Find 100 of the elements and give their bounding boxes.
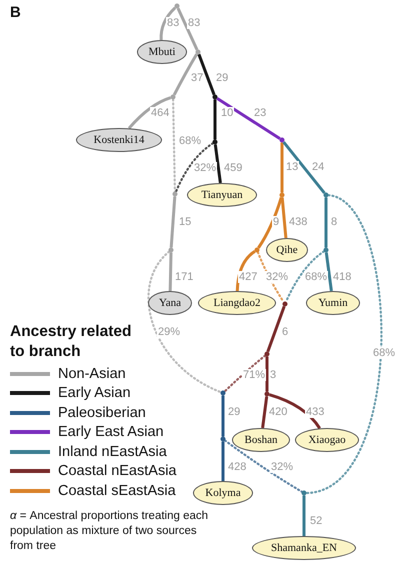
population-ellipse: Yana [148, 291, 192, 315]
legend-text: Paleosiberian [58, 404, 146, 421]
legend-text: Early East Asian [58, 424, 164, 440]
population-ellipse: Shamanka_EN [252, 536, 356, 560]
admixture-edge [147, 250, 222, 394]
branch-line [324, 198, 328, 248]
edge-label: 9 [272, 216, 280, 228]
edge-label: 83 [166, 17, 180, 29]
population-ellipse: Yumin [306, 291, 360, 315]
edge-label: 418 [332, 271, 352, 283]
branch-line [168, 252, 172, 292]
branch-line [280, 142, 284, 192]
branch-node-dot [212, 94, 218, 100]
branch-node-dot [212, 140, 218, 144]
edge-label: 13 [285, 161, 300, 173]
population-ellipse: Mbuti [137, 40, 187, 64]
branch-line [172, 53, 198, 96]
population-ellipse: Liangdao2 [198, 291, 276, 315]
branch-line [261, 396, 268, 428]
edge-label: 459 [223, 162, 244, 174]
branch-node-dot [168, 248, 174, 252]
branch-line [302, 496, 306, 536]
branch-line [266, 306, 286, 352]
edge-label: 24 [311, 161, 326, 173]
admixture-edge [305, 194, 382, 494]
admixture-edge [224, 439, 303, 493]
edge-label: 15 [178, 216, 192, 228]
legend-text: Coastal nEastAsia [58, 463, 176, 480]
edge-label: 32% [270, 461, 294, 473]
branch-line [236, 250, 256, 292]
branch-node-dot [174, 4, 180, 8]
branch-line [266, 356, 268, 392]
branch-node-dot [172, 192, 178, 196]
legend-text: Coastal sEastAsia [58, 482, 176, 499]
branch-node-dot [196, 50, 200, 54]
note-text: α = Ancestral proportions treating each population as mixture of two sources from tree [10, 508, 210, 554]
edge-label: 438 [288, 216, 308, 228]
edge-label: 71% [242, 369, 266, 381]
admixture-edge [224, 354, 266, 392]
branch-node-dot [280, 192, 284, 198]
branch-line [280, 197, 288, 238]
population-ellipse: Boshan [232, 428, 290, 452]
population-ellipse: Xiaogao [295, 428, 359, 452]
branch-line [176, 8, 198, 50]
branch-line [216, 97, 281, 140]
admixture-edge [256, 251, 285, 303]
edge-label: 420 [268, 406, 288, 418]
edge-label: 10 [220, 107, 234, 119]
admixture-edge [284, 250, 325, 303]
edge-label: 3 [269, 369, 278, 381]
branch-line [222, 442, 224, 481]
edge-label: 29% [157, 326, 182, 338]
branch-node-dot [302, 490, 306, 496]
edge-label: 32% [193, 162, 218, 174]
edge-label: 52 [309, 515, 324, 527]
branch-line [282, 141, 326, 194]
branch-node-dot [220, 390, 226, 396]
edge-label: 23 [253, 107, 268, 119]
branch-node-dot [220, 436, 226, 442]
legend-text: Early Asian [58, 385, 131, 402]
branch-line [128, 96, 172, 130]
admixture-edge [174, 142, 214, 193]
edge-label: 427 [238, 271, 258, 283]
edge-label: 29 [215, 72, 230, 84]
edge-label: 32% [265, 271, 290, 283]
edge-label: 68% [304, 271, 328, 283]
branch-line [257, 196, 283, 249]
panel-letter: B [10, 4, 21, 21]
population-ellipse: Kolyma [193, 481, 253, 505]
branch-line [268, 393, 321, 430]
edge-label: 29 [227, 406, 242, 418]
branch-node-dot [324, 248, 328, 252]
edge-label: 433 [305, 406, 326, 418]
branch-line [214, 100, 216, 140]
branch-line [214, 144, 222, 184]
edge-label: 171 [174, 271, 194, 283]
branch-node-dot [280, 138, 284, 142]
edge-label: 428 [227, 461, 248, 473]
admixture-edge [172, 98, 176, 193]
edge-label: 8 [330, 216, 338, 228]
branch-node-dot [170, 94, 176, 100]
edge-label: 68% [178, 135, 202, 147]
edge-label: 464 [150, 107, 170, 119]
branch-line [160, 6, 176, 40]
edge-label: 37 [190, 72, 204, 84]
branch-line [198, 54, 216, 96]
population-ellipse: Qihe [266, 238, 308, 262]
population-ellipse: Kostenki14 [76, 128, 162, 152]
branch-line [324, 252, 333, 292]
branch-node-dot [254, 248, 260, 252]
branch-line [170, 196, 176, 248]
legend-text: Inland nEastAsia [58, 444, 167, 460]
population-ellipse: Tianyuan [187, 183, 257, 207]
branch-node-dot [264, 352, 270, 356]
legend-text: Non-Asian [58, 366, 126, 382]
branch-node-dot [264, 392, 270, 396]
edge-label: 6 [281, 326, 290, 338]
edge-label: 68% [372, 347, 396, 359]
branch-line [222, 396, 224, 436]
edge-label: 83 [187, 17, 202, 29]
